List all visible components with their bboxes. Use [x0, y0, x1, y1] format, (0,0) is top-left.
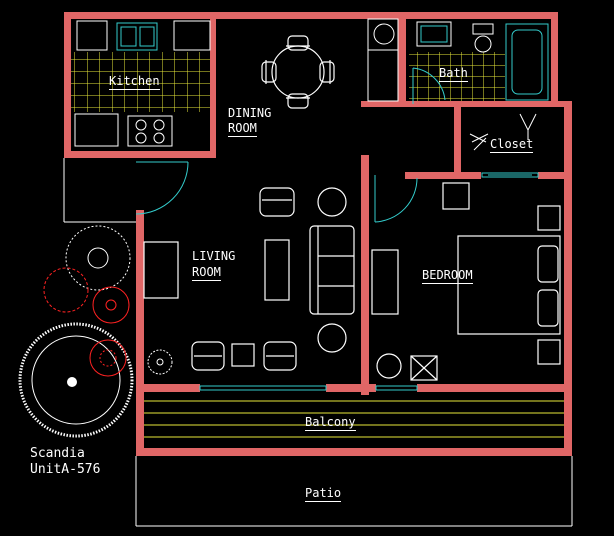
- plan-caption-unit: UnitA-576: [30, 462, 101, 477]
- doors-and-windows: [135, 67, 539, 391]
- living-label-line2: ROOM: [192, 265, 221, 281]
- closet-label: Closet: [490, 137, 534, 153]
- hall-closet: [367, 18, 399, 102]
- patio-outline: [135, 456, 573, 527]
- bedroom-label: BEDROOM: [422, 268, 473, 284]
- living-label-line1: LIVING: [192, 249, 236, 263]
- kitchen-tile-floor: [71, 52, 212, 112]
- bedroom-furniture: [371, 182, 561, 381]
- landscape-plants: [18, 225, 173, 438]
- kitchen-label: Kitchen: [109, 74, 160, 90]
- balcony-label: Balcony: [305, 415, 356, 431]
- kitchen-fixtures: [74, 20, 211, 147]
- walls: [64, 12, 572, 456]
- bath-fixtures: [416, 21, 549, 101]
- dining-label-line1: DINING: [228, 106, 272, 120]
- living-furniture: [143, 187, 355, 371]
- bath-tile-floor: [409, 52, 505, 106]
- entry-outline: [63, 158, 136, 223]
- bath-label: Bath: [439, 66, 468, 82]
- dining-label-line2: ROOM: [228, 121, 257, 137]
- patio-label: Patio: [305, 486, 342, 502]
- plan-caption-name: Scandia: [30, 446, 85, 461]
- closet-fixtures: [469, 113, 537, 151]
- dining-table-set: [261, 35, 335, 109]
